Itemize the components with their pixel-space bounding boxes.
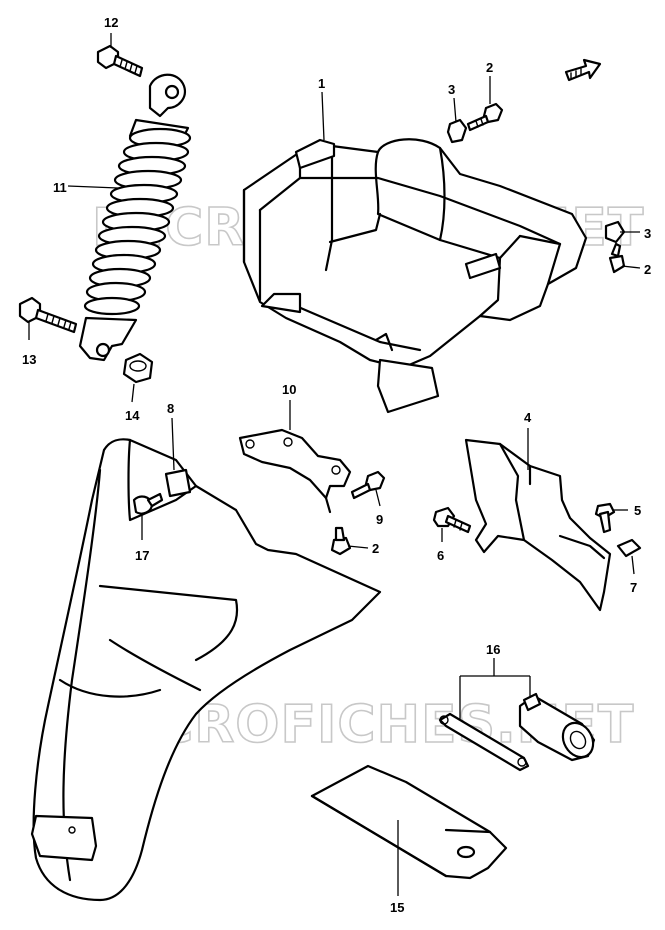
screw-2-bracket [330,526,352,556]
callout-13: 13 [22,352,36,367]
callout-16: 16 [486,642,500,657]
front-arrow-icon [564,58,602,82]
callout-2-bracket: 2 [372,541,379,556]
callout-8: 8 [167,401,174,416]
rear-fender-8 [30,438,382,902]
guard-4 [464,438,612,612]
clip-3-top [446,118,468,144]
bracket-10 [238,428,352,514]
callout-14: 14 [125,408,140,423]
bolt-13 [18,296,78,334]
callout-11: 11 [53,180,67,195]
bolt-17 [132,492,164,515]
screw-5 [594,502,616,534]
callout-6: 6 [437,548,444,563]
callout-17: 17 [135,548,149,563]
callout-3-top: 3 [448,82,455,97]
clip-3-right [604,220,626,244]
callout-4: 4 [524,410,532,425]
callout-2-right: 2 [644,262,651,277]
tool-bag-15 [310,764,508,880]
callout-9: 9 [376,512,383,527]
callout-3-right: 3 [644,226,651,241]
clip-7 [616,538,642,558]
shock-absorber-11 [78,73,192,362]
callout-7: 7 [630,580,637,595]
screw-9 [350,470,386,500]
callout-12: 12 [104,15,118,30]
callout-10: 10 [282,382,296,397]
callout-1: 1 [318,76,325,91]
bolt-12 [96,44,144,78]
screw-2-top [466,102,504,132]
storage-box-1 [242,138,588,414]
callout-5: 5 [634,503,641,518]
nut-14 [122,352,154,384]
tool-kit-16 [438,692,596,772]
leader-lines [28,33,641,896]
callout-2-top: 2 [486,60,493,75]
screw-6 [432,506,472,534]
callout-15: 15 [390,900,404,915]
